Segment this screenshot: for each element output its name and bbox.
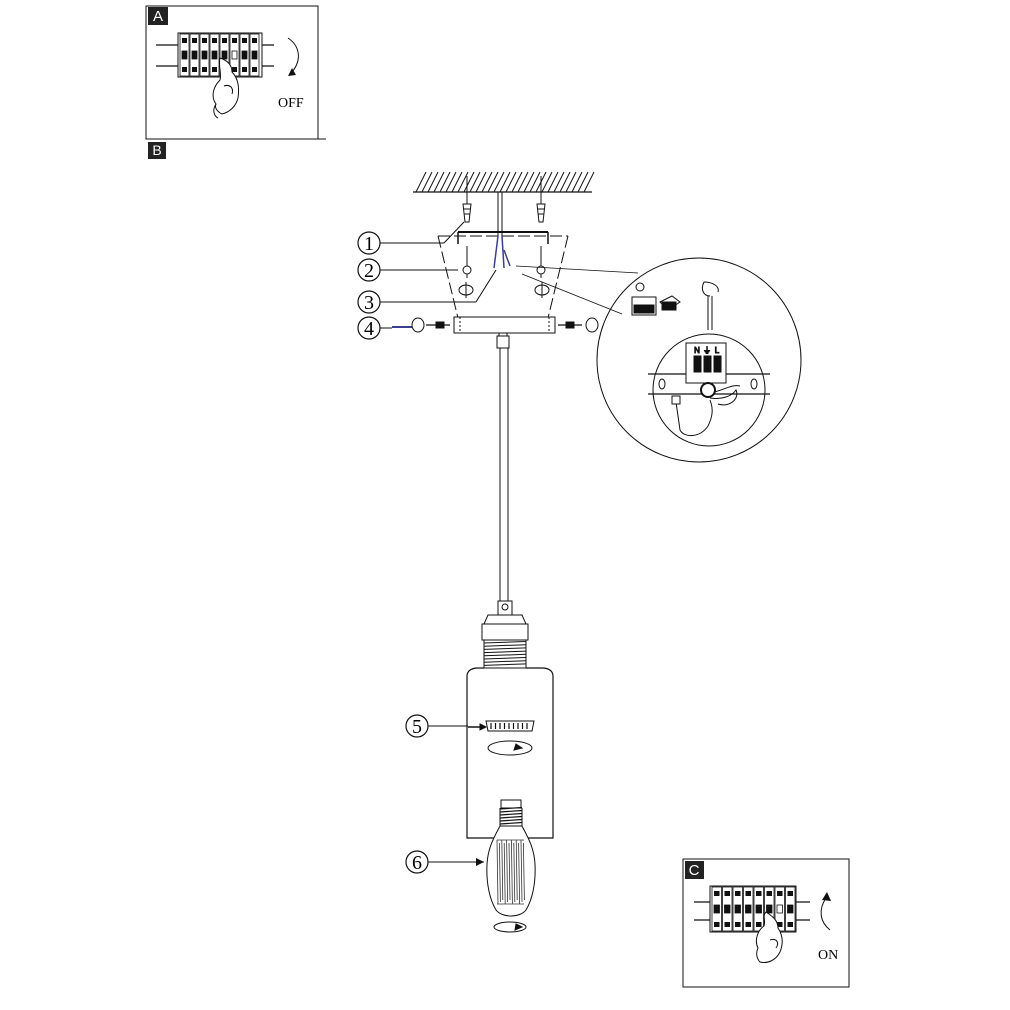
callout-ceiling-anchor-screw: 1	[357, 221, 465, 255]
breaker-module	[743, 886, 754, 932]
panel-a-letter: A	[153, 8, 163, 25]
lamp-socket	[481, 600, 529, 669]
twist-arrow-icon	[487, 740, 533, 756]
anchor-screw-left	[462, 176, 472, 223]
breaker-module	[209, 33, 220, 77]
panel-a: A OFF	[145, 5, 326, 140]
rotate-arrow-c	[820, 897, 831, 931]
mount-screw-left	[458, 246, 474, 298]
hand-icon-a	[212, 57, 239, 119]
bulb-twist-arrow-icon	[493, 921, 527, 933]
panel-b-letter-box	[148, 142, 166, 159]
shade-ring	[468, 720, 535, 732]
hand-icon-c	[755, 911, 783, 963]
terminal-block-icons	[631, 282, 681, 316]
breaker-strip-c	[694, 885, 810, 933]
side-screw-left	[392, 317, 450, 333]
side-screw-right	[558, 317, 599, 333]
panel-c-letter-box	[685, 861, 704, 879]
breaker-module	[249, 33, 260, 77]
callout-number: 6	[412, 852, 422, 874]
rotate-arrow-a	[287, 37, 299, 73]
edison-bulb	[486, 799, 536, 917]
breaker-module	[179, 33, 190, 77]
callout-number: 5	[412, 716, 422, 738]
terminal-letter: L	[715, 346, 720, 355]
anchor-screw-right	[536, 176, 546, 223]
canopy-bar	[453, 316, 556, 334]
callout-number: 3	[364, 292, 374, 314]
callout-bulb: 6	[405, 850, 484, 874]
breaker-module	[239, 33, 250, 77]
callout-arrow	[476, 858, 484, 866]
terminal-letter: ⏚	[703, 346, 711, 355]
supply-wires	[493, 235, 511, 269]
panel-a-letter-box	[148, 7, 168, 25]
panel-a-state: OFF	[278, 96, 304, 111]
ceiling	[413, 171, 595, 193]
panel-b-letter: B	[152, 142, 161, 158]
wiring-detail-bubble: N⏚ L	[515, 257, 802, 463]
breaker-module	[711, 886, 722, 932]
ceiling-bracket	[437, 192, 569, 319]
callout-side-fixing-screw: 4	[357, 316, 392, 340]
callout-number: 4	[364, 318, 374, 340]
breaker-module	[732, 886, 743, 932]
breaker-module	[785, 886, 796, 932]
breaker-module	[722, 886, 733, 932]
pendant-cable	[496, 333, 510, 602]
terminal-letter: N	[694, 346, 700, 355]
panel-b: B	[148, 142, 166, 159]
breaker-module	[753, 886, 764, 932]
panel-c-state: ON	[818, 948, 838, 963]
panel-c-letter: C	[689, 862, 700, 879]
breaker-strip-a	[156, 32, 274, 78]
callout-shade-ring: 5	[405, 714, 468, 738]
callout-number: 2	[364, 260, 374, 282]
mount-screw-right	[534, 246, 550, 298]
lamp-shade	[466, 667, 554, 839]
callout-number: 1	[364, 233, 374, 255]
panel-c: C ON	[682, 858, 850, 988]
breaker-module	[199, 33, 210, 77]
callout-supply-wires: 3	[357, 269, 497, 314]
callout-mounting-screw: 2	[357, 258, 458, 282]
breaker-module	[189, 33, 200, 77]
